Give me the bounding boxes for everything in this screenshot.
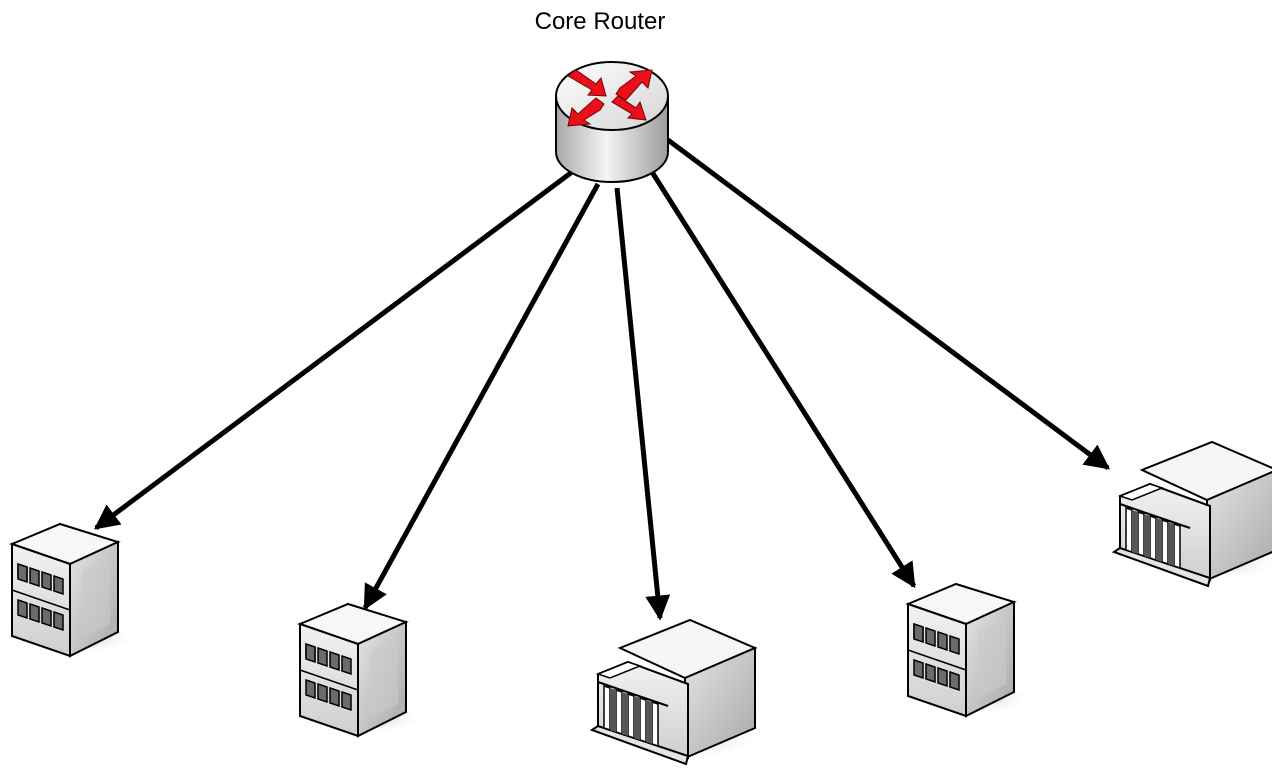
connectors — [93, 137, 1111, 621]
headquarters-building-icon — [1113, 441, 1272, 587]
office-building-icon — [11, 523, 139, 657]
office-building-icon — [907, 583, 1035, 717]
link-hq-1 — [614, 187, 671, 621]
link-office-3 — [649, 170, 917, 589]
link-office-1 — [93, 169, 574, 531]
link-hq-2 — [666, 137, 1111, 471]
headquarters-building-icon — [591, 619, 761, 765]
router-icon — [555, 61, 669, 183]
office-building-icon — [299, 603, 427, 737]
link-office-2 — [362, 182, 601, 611]
core-router-label: Core Router — [534, 8, 666, 35]
